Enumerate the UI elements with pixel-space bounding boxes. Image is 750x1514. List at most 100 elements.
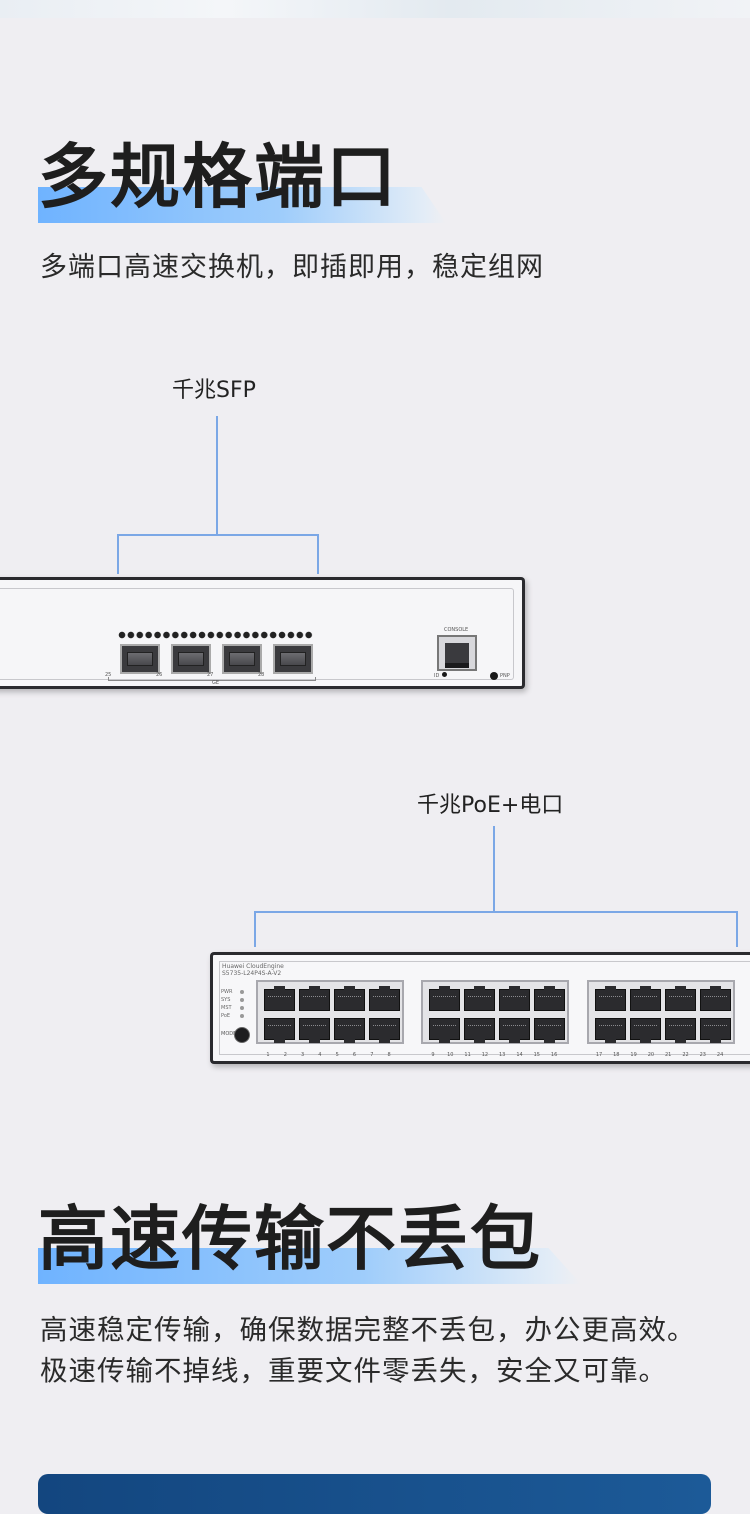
sfp-port-28[interactable] (273, 644, 313, 674)
pnp-button[interactable] (490, 672, 498, 680)
port-number-label: 7 (370, 1052, 374, 1058)
rj45-port-22[interactable] (665, 1018, 696, 1043)
console-port[interactable] (437, 635, 477, 671)
port-number-label: 12 (481, 1052, 489, 1058)
rj45-port-9[interactable] (429, 986, 460, 1011)
sys-led (240, 998, 244, 1002)
port-number-label: 21 (665, 1052, 672, 1058)
port-number-label: 5 (335, 1052, 339, 1058)
rj45-port-11[interactable] (464, 986, 495, 1011)
pnp-label: PNP (500, 673, 510, 679)
sfp-port-label: 27 (207, 672, 214, 678)
pwr-led (240, 990, 244, 994)
mst-led (240, 1006, 244, 1010)
id-label: ID (434, 673, 440, 679)
console-label: CONSOLE (444, 627, 469, 633)
bottom-feature-card (38, 1474, 711, 1514)
port-number-label: 2 (283, 1052, 287, 1058)
sfp-switch-bezel (0, 588, 514, 680)
pwr-led-label: PWR (221, 989, 233, 995)
section-description-line1: 高速稳定传输，确保数据完整不丢包，办公更高效。 (40, 1314, 696, 1346)
rj45-port-1[interactable] (264, 986, 295, 1011)
id-button[interactable] (442, 672, 447, 677)
rj45-port-12[interactable] (464, 1018, 495, 1043)
title-highlight (38, 1248, 581, 1284)
sfp-callout-label: 千兆SFP (172, 378, 256, 403)
sys-led-label: SYS (221, 997, 231, 1003)
poe-callout-bracket (254, 911, 738, 947)
port-number-label: 19 (630, 1052, 637, 1058)
sfp-port-25[interactable] (120, 644, 160, 674)
sfp-led-row (118, 631, 314, 639)
port-number-label: 10 (447, 1052, 454, 1058)
sfp-port-27[interactable] (222, 644, 262, 674)
section-title-ports: 多规格端口 (38, 136, 398, 218)
rj45-port-15[interactable] (534, 986, 565, 1011)
section-title-speed: 高速传输不丢包 (38, 1198, 542, 1280)
port-number-label: 3 (301, 1052, 305, 1058)
port-number-label: 17 (595, 1052, 603, 1058)
port-number-label: 14 (516, 1052, 523, 1058)
brand-name: Huawei CloudEngine (222, 963, 284, 970)
rj45-port-23[interactable] (700, 986, 731, 1011)
rj45-port-19[interactable] (630, 986, 661, 1011)
section-description-line2: 极速传输不掉线，重要文件零丢失，安全又可靠。 (40, 1355, 667, 1387)
poe-port-group (587, 980, 735, 1044)
poe-callout-line (493, 826, 495, 913)
section-description-ports: 多端口高速交换机，即插即用，稳定组网 (40, 252, 544, 283)
rj45-port-13[interactable] (499, 986, 530, 1011)
sfp-switch-front-panel: 25 26 27 28 GE CONSOLE ID PNP (0, 577, 525, 689)
rj45-port-20[interactable] (630, 1018, 661, 1043)
port-number-label: 9 (431, 1052, 435, 1058)
rj45-port-14[interactable] (499, 1018, 530, 1043)
mode-button[interactable] (234, 1027, 250, 1043)
port-number-label: 24 (716, 1052, 724, 1058)
rj45-port-6[interactable] (334, 1018, 365, 1043)
port-number-label: 4 (318, 1052, 322, 1058)
sfp-callout-line (216, 416, 218, 536)
poe-led-label: PoE (221, 1013, 231, 1019)
port-number-label: 18 (613, 1052, 620, 1058)
sfp-port-label: 28 (258, 672, 265, 678)
rj45-port-16[interactable] (534, 1018, 565, 1043)
sfp-port-label: 26 (156, 672, 163, 678)
top-banner-strip (0, 0, 750, 18)
rj45-port-21[interactable] (665, 986, 696, 1011)
switch-brand: Huawei CloudEngine S5735-L24P4S-A-V2 (222, 963, 284, 977)
rj45-port-7[interactable] (369, 986, 400, 1011)
poe-port-group (421, 980, 569, 1044)
sfp-callout-bracket (117, 534, 319, 574)
rj45-port-4[interactable] (299, 1018, 330, 1043)
port-number-label: 15 (533, 1052, 540, 1058)
rj45-port-3[interactable] (299, 986, 330, 1011)
ge-group-label: GE (212, 680, 220, 686)
rj45-port-8[interactable] (369, 1018, 400, 1043)
port-number-label: 13 (499, 1052, 506, 1058)
rj45-port-2[interactable] (264, 1018, 295, 1043)
rj45-port-24[interactable] (700, 1018, 731, 1043)
rj45-port-17[interactable] (595, 986, 626, 1011)
rj45-port-18[interactable] (595, 1018, 626, 1043)
port-number-label: 22 (682, 1052, 689, 1058)
port-number-label: 20 (647, 1052, 655, 1058)
sfp-port-label: 25 (105, 672, 112, 678)
port-number-label: 11 (464, 1052, 471, 1058)
model-name: S5735-L24P4S-A-V2 (222, 970, 282, 978)
poe-callout-label: 千兆PoE+电口 (417, 793, 564, 818)
status-led-labels: PWR SYS MST PoE (221, 988, 232, 1020)
mode-label: MODE (221, 1031, 237, 1037)
port-number-label: 8 (387, 1052, 391, 1058)
title-highlight (38, 187, 446, 223)
port-number-label: 16 (550, 1052, 558, 1058)
sfp-port-26[interactable] (171, 644, 211, 674)
poe-switch-bezel (219, 961, 750, 1055)
mst-led-label: MST (221, 1005, 232, 1011)
poe-led (240, 1014, 244, 1018)
port-number-label: 23 (699, 1052, 706, 1058)
poe-port-group (256, 980, 404, 1044)
rj45-port-10[interactable] (429, 1018, 460, 1043)
port-number-label: 1 (266, 1052, 270, 1058)
ge-group-bracket (108, 677, 316, 681)
port-number-label: 6 (352, 1052, 357, 1058)
rj45-port-5[interactable] (334, 986, 365, 1011)
